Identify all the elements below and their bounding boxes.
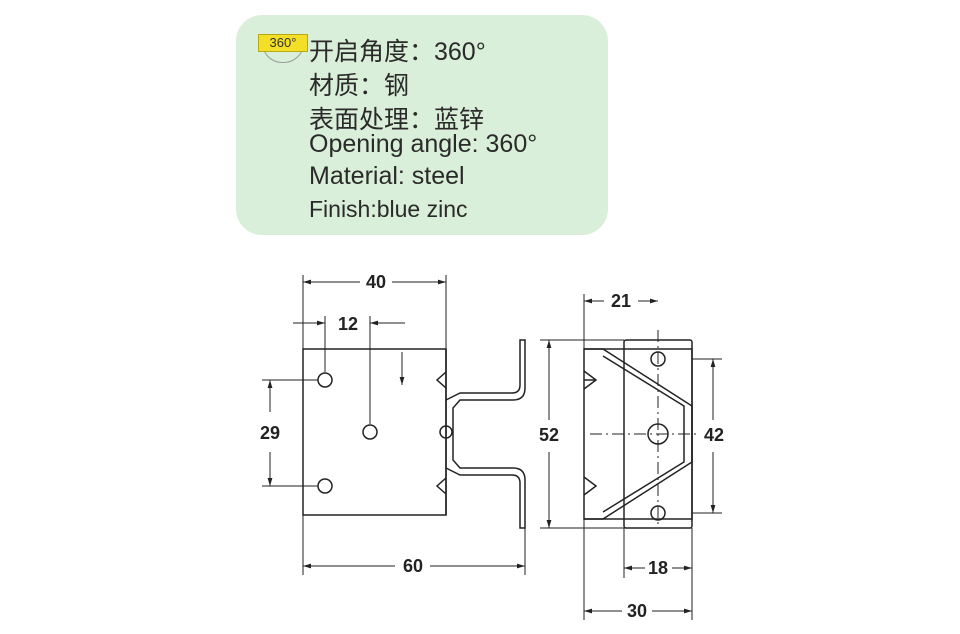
mount-hole bbox=[317, 478, 333, 494]
dim-offset-12: 12 bbox=[338, 314, 358, 334]
dim-hole-29: 29 bbox=[260, 423, 280, 443]
dim-width-18: 18 bbox=[648, 558, 668, 578]
dim-depth-30: 30 bbox=[627, 601, 647, 621]
dim-offset-21: 21 bbox=[611, 291, 631, 311]
spec-opening-angle: Opening angle: 360° bbox=[309, 130, 538, 158]
spec-material: Material: steel bbox=[309, 162, 465, 190]
dim-hole-42: 42 bbox=[704, 425, 724, 445]
angle-badge: 360° bbox=[258, 34, 308, 52]
spec-material-cn: 材质：钢 bbox=[309, 72, 410, 100]
spec-finish-cn: 表面处理：蓝锌 bbox=[309, 106, 485, 134]
spec-finish: Finish:blue zinc bbox=[309, 196, 468, 222]
mount-hole bbox=[362, 424, 378, 440]
hinge-plate bbox=[302, 348, 447, 516]
pivot-hole bbox=[439, 425, 453, 439]
dim-width-40: 40 bbox=[366, 272, 386, 292]
side-view bbox=[583, 330, 700, 529]
dim-length-60: 60 bbox=[403, 556, 423, 576]
spec-opening-angle-cn: 开启角度：360° bbox=[309, 38, 486, 66]
dim-height-52: 52 bbox=[539, 425, 559, 445]
front-view bbox=[302, 339, 526, 529]
mount-hole bbox=[317, 372, 333, 388]
bracket-profile bbox=[445, 339, 526, 529]
